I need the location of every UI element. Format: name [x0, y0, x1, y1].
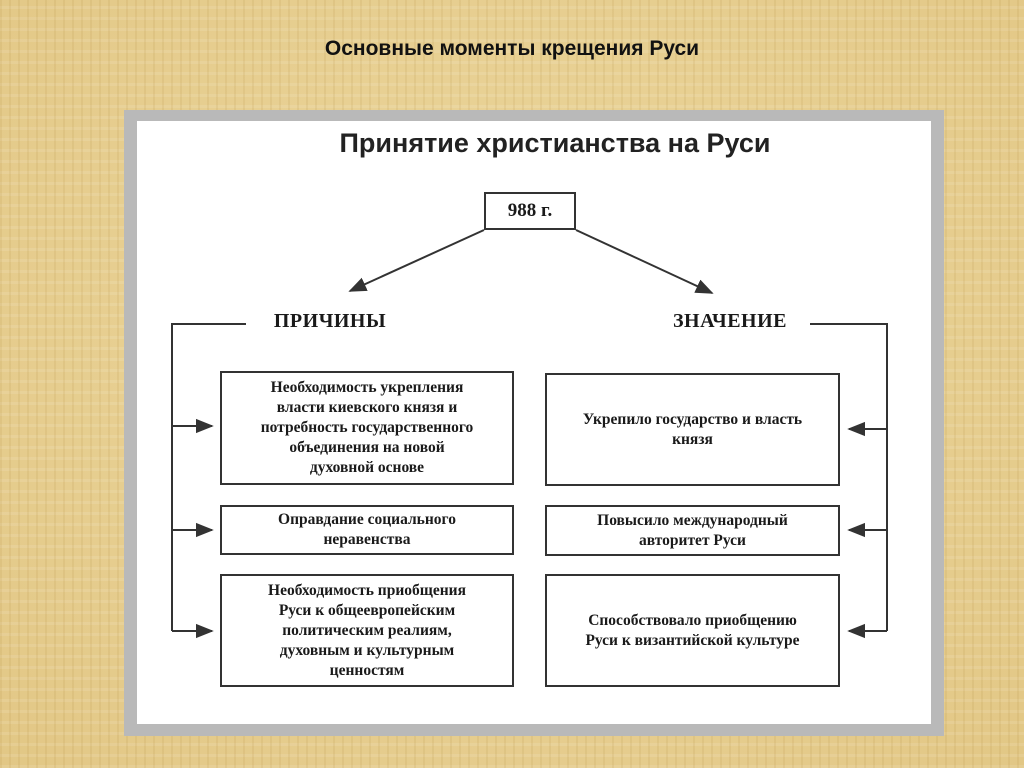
diagram-title: Принятие христианства на Руси [339, 128, 771, 158]
cause-box-3: Необходимость приобщения Руси к общеевро… [220, 574, 514, 687]
causes-bracket [171, 323, 246, 631]
year-box: 988 г. [484, 192, 576, 230]
significance-box-3: Способствовало приобщению Руси к византи… [545, 574, 840, 687]
slide-title: Основные моменты крещения Руси [324, 37, 700, 60]
significance-heading: ЗНАЧЕНИЕ [673, 310, 787, 332]
significance-bracket [810, 323, 888, 631]
significance-box-1: Укрепило государство и власть князя [545, 373, 840, 486]
causes-heading: ПРИЧИНЫ [273, 310, 387, 332]
significance-box-2: Повысило международный авторитет Руси [545, 505, 840, 556]
cause-box-2: Оправдание социального неравенства [220, 505, 514, 555]
arrow-to-significance [575, 229, 714, 294]
arrow-to-causes [348, 229, 485, 292]
cause-box-1: Необходимость укрепления власти киевског… [220, 371, 514, 485]
